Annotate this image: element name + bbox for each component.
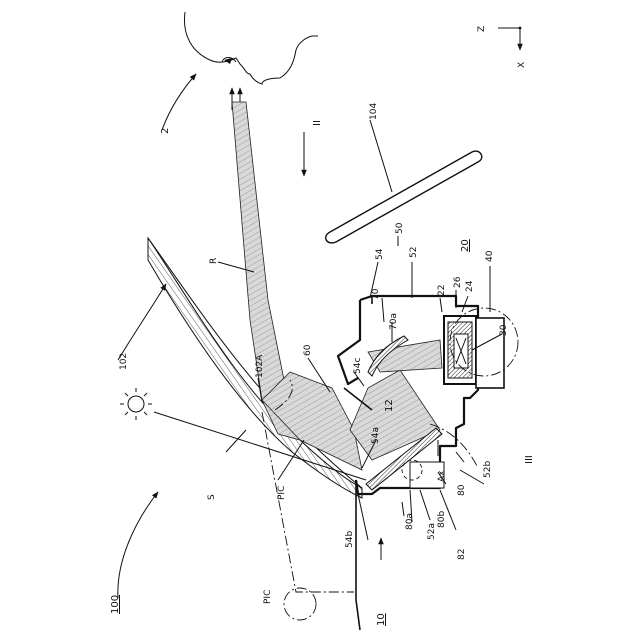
label-PIC-1: PIC [277,486,287,500]
label-III: III [524,455,535,464]
label-PIC-2: PIC [263,590,273,604]
label-104: 104 [369,103,379,120]
label-52: 52 [409,247,419,258]
label-80b: 80b [437,511,447,528]
axis-label-X: X [517,62,527,68]
label-100: 100 [110,595,121,614]
label-80: 80 [457,484,467,496]
label-82: 82 [457,549,467,560]
sun-icon [120,388,152,420]
label-20: 20 [460,239,471,252]
axis-label-Z: Z [477,26,487,32]
label-54b: 54b [345,531,355,548]
label-54: 54 [375,248,385,260]
label-30: 30 [499,324,509,336]
label-52b: 52b [483,461,493,478]
display-device [444,316,476,384]
label-50: 50 [395,222,405,234]
label-54c: 54c [353,358,363,374]
label-102A: 102A [255,354,265,378]
label-R: R [209,258,219,264]
label-24: 24 [465,280,475,292]
pic-circle-lower [284,588,316,620]
label-22: 22 [437,285,447,296]
axis-origin [519,27,522,30]
label-2: 2 [160,128,171,134]
label-10: 10 [376,613,387,626]
viewer-head [184,12,318,84]
label-40: 40 [485,250,495,262]
label-70a: 70a [389,313,399,330]
label-80a: 80a [405,513,415,530]
label-52a: 52a [427,523,437,540]
label-II: II [312,120,323,126]
eye-pupil [224,58,232,64]
label-26: 26 [453,276,463,288]
label-12: 12 [384,399,395,412]
label-S: S [207,494,217,500]
label-54a: 54a [371,427,381,444]
label-60: 60 [303,344,313,356]
label-70: 70 [371,288,381,300]
label-Ax: Ax [437,470,447,482]
label-102: 102 [119,353,129,370]
